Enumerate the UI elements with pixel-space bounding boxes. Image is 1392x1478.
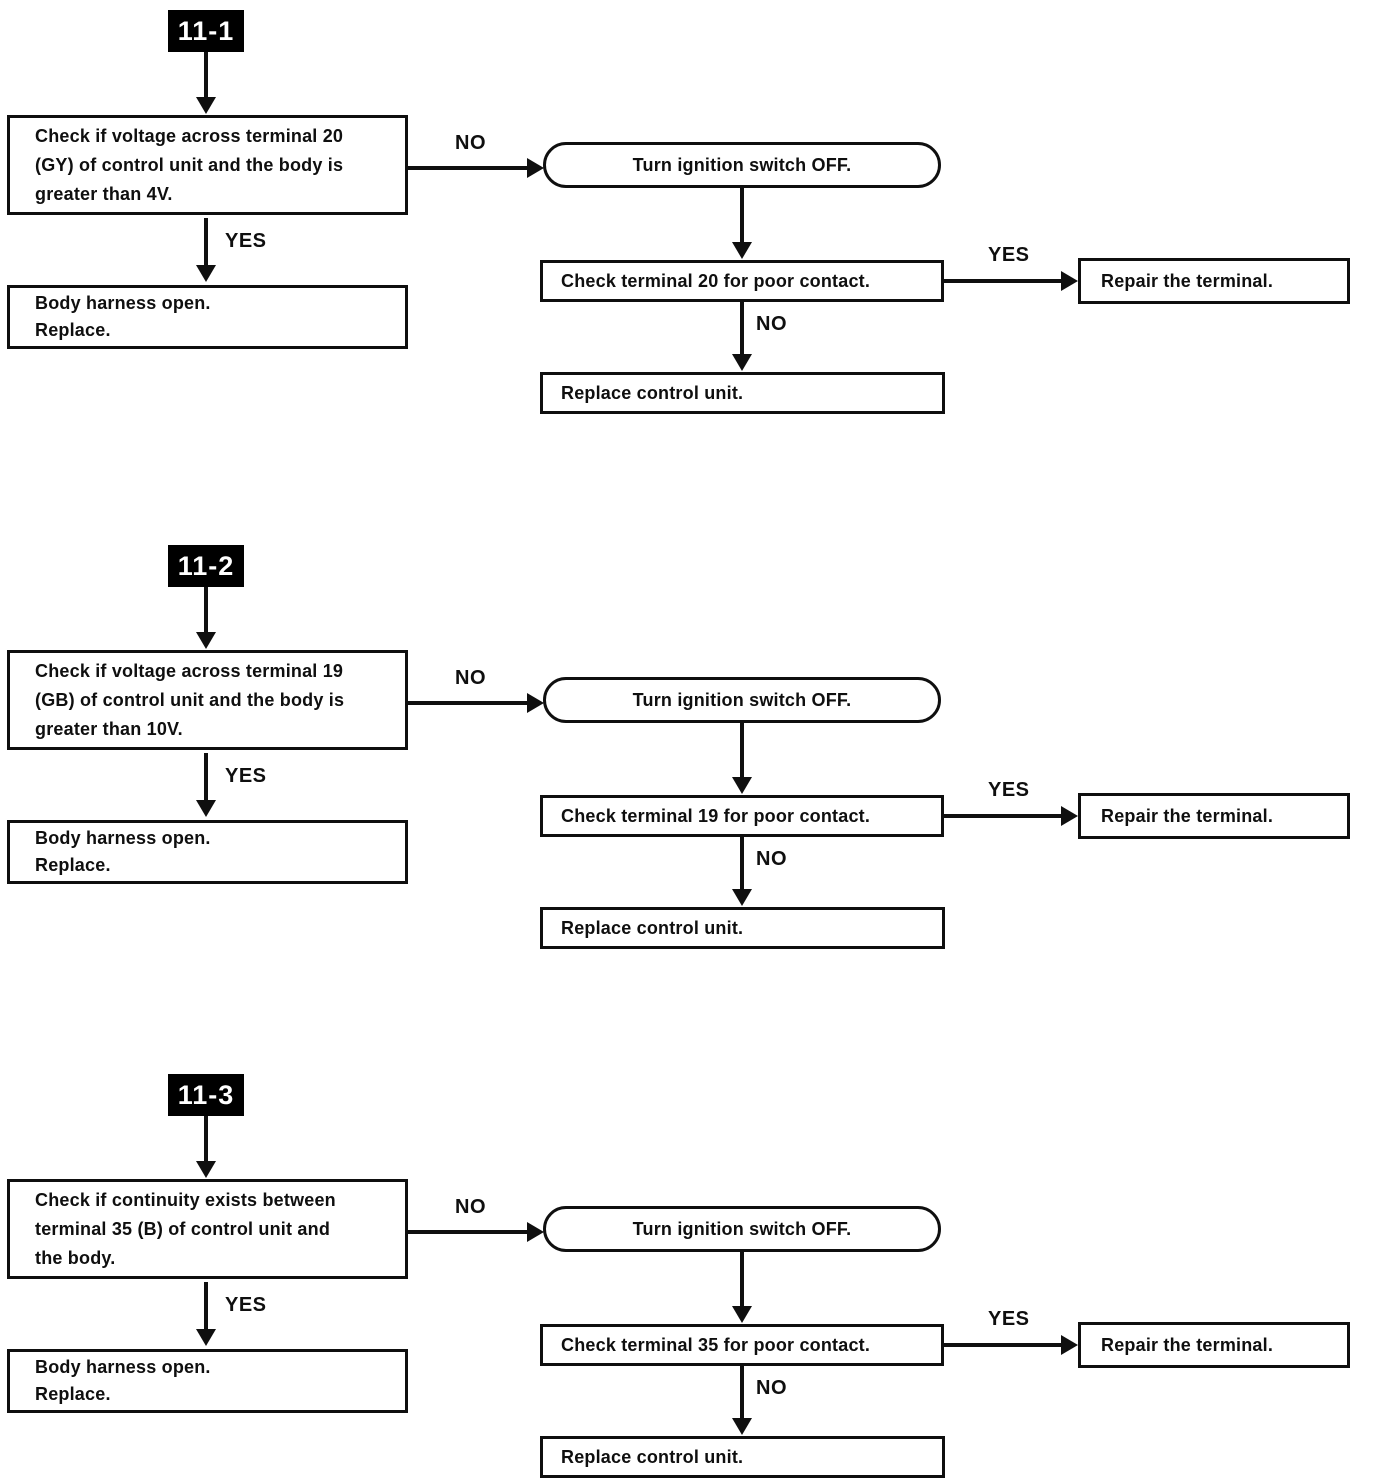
connector-line bbox=[740, 723, 744, 780]
connector-line bbox=[740, 302, 744, 357]
turn-ignition-off-box: Turn ignition switch OFF. bbox=[543, 1206, 941, 1252]
arrow-down-icon bbox=[732, 889, 752, 906]
arrow-down-icon bbox=[732, 242, 752, 259]
check-terminal-box: Check terminal 19 for poor contact. bbox=[540, 795, 944, 837]
connector-line bbox=[204, 218, 208, 268]
arrow-down-icon bbox=[196, 1161, 216, 1178]
no-label: NO bbox=[756, 848, 787, 870]
arrow-down-icon bbox=[732, 1306, 752, 1323]
turn-ignition-off-box: Turn ignition switch OFF. bbox=[543, 677, 941, 723]
connector-line bbox=[740, 1366, 744, 1421]
connector-line bbox=[204, 52, 208, 100]
no-label: NO bbox=[455, 132, 486, 154]
arrow-down-icon bbox=[196, 632, 216, 649]
repair-terminal-box: Repair the terminal. bbox=[1078, 258, 1350, 304]
arrow-down-icon bbox=[732, 354, 752, 371]
repair-terminal-box: Repair the terminal. bbox=[1078, 1322, 1350, 1368]
connector-line bbox=[944, 814, 1064, 818]
replace-control-unit-box: Replace control unit. bbox=[540, 907, 945, 949]
connector-line bbox=[408, 1230, 530, 1234]
check-terminal-box: Check terminal 20 for poor contact. bbox=[540, 260, 944, 302]
connector-line bbox=[740, 1252, 744, 1309]
arrow-down-icon bbox=[732, 777, 752, 794]
turn-ignition-off-box: Turn ignition switch OFF. bbox=[543, 142, 941, 188]
connector-line bbox=[408, 701, 530, 705]
arrow-down-icon bbox=[196, 1329, 216, 1346]
step-id-badge: 11-1 bbox=[168, 10, 244, 52]
no-label: NO bbox=[455, 1196, 486, 1218]
arrow-down-icon bbox=[732, 1418, 752, 1435]
flow-section: 11-1 Check if voltage across terminal 20… bbox=[0, 0, 1392, 420]
arrow-right-icon bbox=[527, 1222, 544, 1242]
arrow-right-icon bbox=[1061, 1335, 1078, 1355]
check-terminal-box: Check terminal 35 for poor contact. bbox=[540, 1324, 944, 1366]
flow-section: 11-2 Check if voltage across terminal 19… bbox=[0, 535, 1392, 955]
yes-label: YES bbox=[988, 779, 1030, 801]
replace-control-unit-box: Replace control unit. bbox=[540, 1436, 945, 1478]
arrow-down-icon bbox=[196, 800, 216, 817]
no-label: NO bbox=[455, 667, 486, 689]
flow-section: 11-3 Check if continuity exists between … bbox=[0, 1064, 1392, 1478]
check-condition-box: Check if voltage across terminal 20 (GY)… bbox=[7, 115, 408, 215]
replace-control-unit-box: Replace control unit. bbox=[540, 372, 945, 414]
connector-line bbox=[944, 1343, 1064, 1347]
body-harness-result-box: Body harness open. Replace. bbox=[7, 1349, 408, 1413]
connector-line bbox=[408, 166, 530, 170]
arrow-right-icon bbox=[1061, 271, 1078, 291]
arrow-down-icon bbox=[196, 97, 216, 114]
connector-line bbox=[204, 1282, 208, 1332]
check-condition-box: Check if continuity exists between termi… bbox=[7, 1179, 408, 1279]
yes-label: YES bbox=[988, 1308, 1030, 1330]
arrow-right-icon bbox=[527, 693, 544, 713]
yes-label: YES bbox=[225, 1294, 267, 1316]
connector-line bbox=[740, 188, 744, 245]
step-id-badge: 11-2 bbox=[168, 545, 244, 587]
repair-terminal-box: Repair the terminal. bbox=[1078, 793, 1350, 839]
step-id-badge: 11-3 bbox=[168, 1074, 244, 1116]
connector-line bbox=[204, 587, 208, 635]
no-label: NO bbox=[756, 1377, 787, 1399]
arrow-down-icon bbox=[196, 265, 216, 282]
connector-line bbox=[740, 837, 744, 892]
arrow-right-icon bbox=[1061, 806, 1078, 826]
arrow-right-icon bbox=[527, 158, 544, 178]
no-label: NO bbox=[756, 313, 787, 335]
body-harness-result-box: Body harness open. Replace. bbox=[7, 285, 408, 349]
connector-line bbox=[944, 279, 1064, 283]
yes-label: YES bbox=[225, 230, 267, 252]
yes-label: YES bbox=[225, 765, 267, 787]
body-harness-result-box: Body harness open. Replace. bbox=[7, 820, 408, 884]
connector-line bbox=[204, 753, 208, 803]
yes-label: YES bbox=[988, 244, 1030, 266]
check-condition-box: Check if voltage across terminal 19 (GB)… bbox=[7, 650, 408, 750]
connector-line bbox=[204, 1116, 208, 1164]
